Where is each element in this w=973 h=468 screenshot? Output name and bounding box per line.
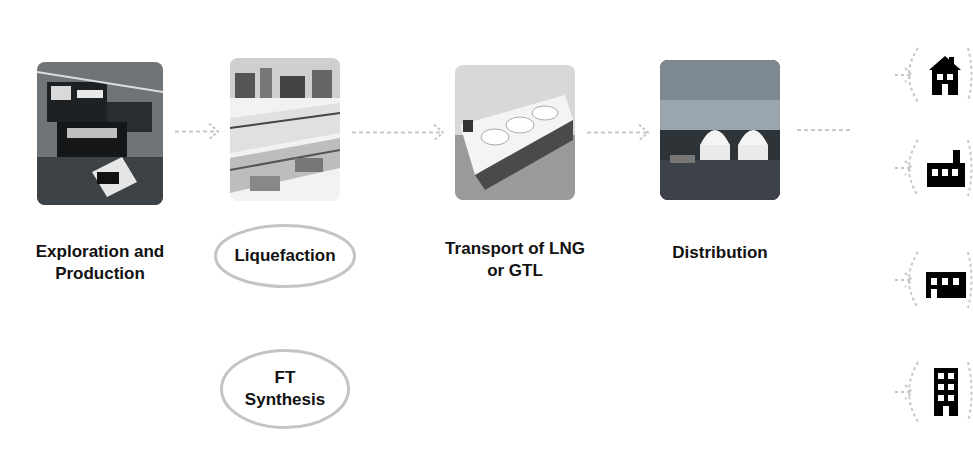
terminal-photo <box>660 60 780 200</box>
photo-frame <box>660 60 780 200</box>
flow-arrow <box>587 125 648 141</box>
flow-arrow <box>175 124 218 140</box>
photo-frame <box>37 62 163 205</box>
platform-photo <box>37 62 163 205</box>
process-label: FT Synthesis <box>243 367 327 411</box>
ellipse-outline <box>219 348 351 430</box>
consumers-illustration <box>790 0 973 468</box>
photo-frame <box>455 65 575 200</box>
stage-node: Exploration and Production <box>22 62 178 285</box>
stage-caption: Exploration and Production <box>22 241 178 285</box>
stage-node: Transport of LNG or GTL <box>440 65 590 282</box>
stage-caption: Transport of LNG or GTL <box>440 238 590 282</box>
stage-caption: Liquefaction <box>234 245 335 267</box>
plant-photo <box>230 58 340 201</box>
ellipse-highlight: Liquefaction <box>213 223 357 289</box>
stage-node: Liquefaction <box>225 58 345 289</box>
process-ellipse: FT Synthesis <box>219 348 351 430</box>
ship-photo <box>455 65 575 200</box>
photo-frame <box>230 58 340 201</box>
flow-arrow <box>352 125 443 141</box>
stage-node: Distribution <box>640 60 800 264</box>
stage-caption: Distribution <box>640 242 800 264</box>
